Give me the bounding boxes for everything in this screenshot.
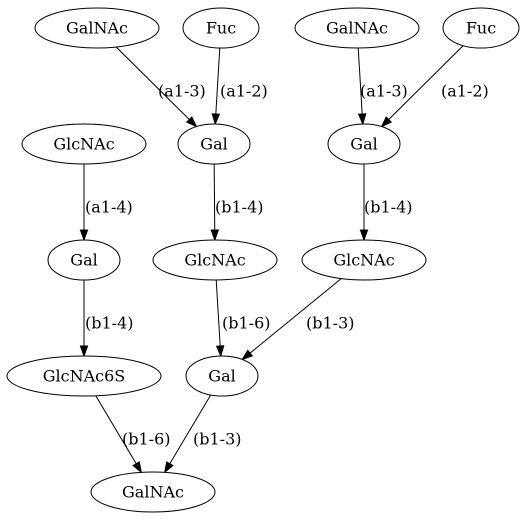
node-gal: Gal <box>185 355 259 397</box>
edge-n2-n6: (a1-2) <box>211 47 268 126</box>
edge-n11-n13: (b1-6) <box>95 395 171 474</box>
node-ellipse <box>442 7 520 49</box>
node-fuc: Fuc <box>442 7 520 49</box>
node-ellipse <box>21 123 147 165</box>
node-label: Fuc <box>466 19 496 38</box>
node-label: Gal <box>208 367 235 386</box>
node-glcnac: GlcNAc <box>21 123 147 165</box>
node-ellipse <box>6 355 162 397</box>
edge-line <box>388 45 464 120</box>
edge-line <box>115 46 190 120</box>
node-ellipse <box>327 123 401 165</box>
arrowhead-icon <box>357 113 367 126</box>
edge-line <box>215 47 221 115</box>
edge-n10-n12: (b1-3) <box>241 278 355 361</box>
node-ellipse <box>90 471 216 513</box>
node-ellipse <box>152 239 278 281</box>
node-label: Gal <box>70 251 97 270</box>
edge-label: (b1-6) <box>222 314 271 333</box>
node-label: GalNAc <box>122 483 184 502</box>
edge-label: (b1-4) <box>85 314 134 333</box>
edge-label: (b1-4) <box>215 198 264 217</box>
arrowhead-icon <box>380 116 393 128</box>
edge-n4-n7: (a1-2) <box>380 45 489 128</box>
arrowhead-icon <box>185 116 198 128</box>
node-label: GlcNAc <box>333 251 394 270</box>
node-gal: Gal <box>177 123 251 165</box>
arrowhead-icon <box>211 113 221 126</box>
node-label: GlcNAc <box>184 251 245 270</box>
node-galnac: GalNAc <box>90 471 216 513</box>
node-label: GalNAc <box>66 19 128 38</box>
arrowhead-icon <box>79 229 89 242</box>
node-label: GalNAc <box>326 19 388 38</box>
edge-line <box>169 394 212 465</box>
arrowhead-icon <box>132 461 143 474</box>
edge-label: (a1-2) <box>441 82 489 101</box>
edge-n9-n12: (b1-6) <box>215 279 271 358</box>
edge-line <box>95 395 137 465</box>
arrowhead-icon <box>241 349 254 361</box>
edge-line <box>213 163 216 231</box>
edge-n7-n10: (b1-4) <box>359 164 413 242</box>
arrowhead-icon <box>79 345 89 358</box>
node-ellipse <box>47 239 121 281</box>
arrowhead-icon <box>163 461 174 474</box>
edge-label: (b1-3) <box>306 314 355 333</box>
node-ellipse <box>182 7 260 49</box>
node-glcnac6s: GlcNAc6S <box>6 355 162 397</box>
edge-line <box>357 47 363 115</box>
node-ellipse <box>177 123 251 165</box>
edge-line <box>249 278 342 354</box>
edge-n5-n8: (a1-4) <box>79 164 133 242</box>
node-gal: Gal <box>47 239 121 281</box>
edge-label: (a1-2) <box>220 82 268 101</box>
node-ellipse <box>34 7 160 49</box>
node-label: GlcNAc <box>53 135 114 154</box>
edge-label: (b1-6) <box>122 430 171 449</box>
node-label: Gal <box>350 135 377 154</box>
edge-n3-n7: (a1-3) <box>357 47 408 126</box>
node-ellipse <box>294 7 420 49</box>
edge-label: (a1-3) <box>158 82 206 101</box>
edge-line <box>215 279 221 347</box>
node-fuc: Fuc <box>182 7 260 49</box>
arrowhead-icon <box>210 229 220 242</box>
node-label: Fuc <box>206 19 236 38</box>
edge-n1-n6: (a1-3) <box>115 46 206 128</box>
node-glcnac: GlcNAc <box>152 239 278 281</box>
node-galnac: GalNAc <box>34 7 160 49</box>
node-gal: Gal <box>327 123 401 165</box>
edge-n12-n13: (b1-3) <box>163 394 242 474</box>
node-ellipse <box>185 355 259 397</box>
node-glcnac: GlcNAc <box>301 239 427 281</box>
node-label: Gal <box>200 135 227 154</box>
arrowhead-icon <box>215 345 225 358</box>
node-ellipse <box>301 239 427 281</box>
edge-label: (b1-4) <box>364 198 413 217</box>
edge-label: (a1-4) <box>85 198 133 217</box>
edge-label: (a1-3) <box>360 82 408 101</box>
edge-n6-n9: (b1-4) <box>210 163 264 242</box>
arrowhead-icon <box>359 229 369 242</box>
node-label: GlcNAc6S <box>43 367 126 386</box>
edge-label: (b1-3) <box>193 430 242 449</box>
node-galnac: GalNAc <box>294 7 420 49</box>
edge-n8-n11: (b1-4) <box>79 280 134 358</box>
